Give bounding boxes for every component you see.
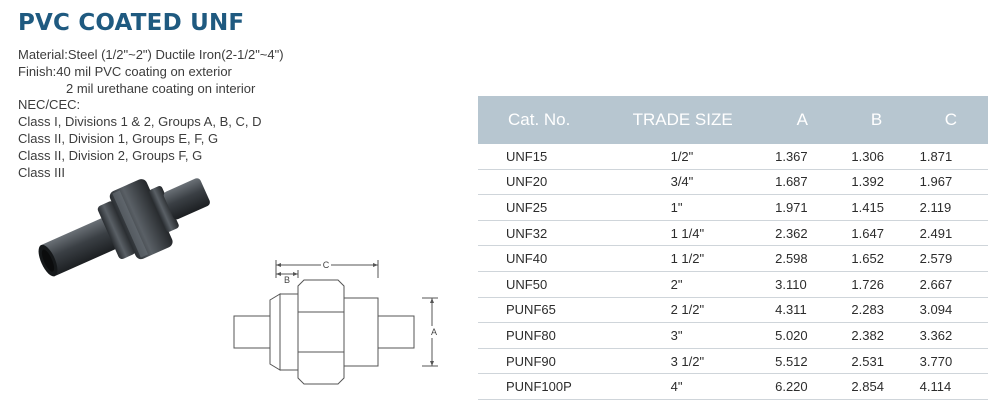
cell-b: 1.647 [839,220,914,247]
cell-a: 2.598 [765,245,840,272]
cell-trade-size: 1 1/4" [632,220,766,247]
cell-trade-size: 1/2" [632,144,766,170]
cell-trade-size: 4" [632,373,766,400]
cell-cat-no: UNF25 [478,194,633,221]
cell-b: 1.415 [839,194,914,221]
cell-cat-no: UNF15 [478,144,633,170]
table-row: UNF15 1/2" 1.367 1.306 1.871 [478,144,988,170]
dimension-table: Cat. No. TRADE SIZE A B C UNF15 1/2" 1.3… [478,96,988,400]
table-row: UNF25 1" 1.971 1.415 2.119 [478,194,988,221]
cell-b: 1.306 [839,144,914,170]
cell-cat-no: PUNF65 [478,297,633,324]
header-cat-no: Cat. No. [478,96,633,144]
dimension-c-label: C [323,260,330,270]
table-row: PUNF80 3" 5.020 2.382 3.362 [478,322,988,349]
cell-cat-no: PUNF90 [478,348,633,375]
header-c: C [913,96,988,144]
table-row: UNF50 2" 3.110 1.726 2.667 [478,271,988,298]
cell-trade-size: 1 1/2" [632,245,766,272]
cell-a: 1.367 [765,144,840,170]
cell-c: 2.119 [913,194,988,221]
header-trade-size: TRADE SIZE [632,96,766,144]
cell-trade-size: 2" [632,271,766,298]
spec-class: Class II, Division 1, Groups E, F, G [18,130,219,146]
table-header-row: Cat. No. TRADE SIZE A B C [478,96,988,144]
cell-cat-no: UNF50 [478,271,633,298]
cell-c: 2.579 [913,245,988,272]
spec-class: Class III [18,164,65,180]
cell-trade-size: 3" [632,322,766,349]
spec-nec-heading: NEC/CEC: [18,97,81,113]
spec-finish-interior: 2 mil urethane coating on interior [66,80,256,96]
product-photo [38,178,210,277]
cell-a: 4.311 [765,297,840,324]
cell-b: 1.392 [839,169,914,196]
cell-c: 2.667 [913,271,988,298]
cell-b: 2.283 [839,297,914,324]
cell-b: 2.531 [839,348,914,375]
cell-trade-size: 2 1/2" [632,297,766,324]
cell-c: 1.967 [913,169,988,196]
header-a: A [765,96,840,144]
cell-c: 4.114 [913,373,988,400]
cell-cat-no: UNF40 [478,245,633,272]
cell-trade-size: 1" [632,194,766,221]
spec-finish: Finish:40 mil PVC coating on exterior [18,63,232,79]
cell-cat-no: PUNF100P [478,373,633,400]
cell-c: 3.770 [913,348,988,375]
table-row: UNF32 1 1/4" 2.362 1.647 2.491 [478,220,988,247]
table-row: PUNF65 2 1/2" 4.311 2.283 3.094 [478,297,988,324]
cell-a: 1.687 [765,169,840,196]
cell-b: 1.726 [839,271,914,298]
dimension-drawing: C B A [233,259,438,385]
header-b: B [839,96,914,144]
cell-cat-no: UNF32 [478,220,633,247]
cell-a: 6.220 [765,373,840,400]
cell-b: 1.652 [839,245,914,272]
table-row: PUNF100P 4" 6.220 2.854 4.114 [478,373,988,400]
cell-cat-no: PUNF80 [478,322,633,349]
cell-trade-size: 3 1/2" [632,348,766,375]
spec-material: Material:Steel (1/2"~2") Ductile Iron(2-… [18,47,284,62]
table-row: PUNF90 3 1/2" 5.512 2.531 3.770 [478,348,988,375]
cell-cat-no: UNF20 [478,169,633,196]
table-row: UNF40 1 1/2" 2.598 1.652 2.579 [478,245,988,272]
spec-list: Material:Steel (1/2"~2") Ductile Iron(2-… [18,47,284,181]
dimension-a-label: A [431,327,437,337]
page-title: PVC COATED UNF [18,10,245,36]
cell-trade-size: 3/4" [632,169,766,196]
cell-a: 5.512 [765,348,840,375]
dimension-b-label: B [284,275,290,285]
cell-c: 3.094 [913,297,988,324]
cell-b: 2.854 [839,373,914,400]
cell-a: 3.110 [765,271,840,298]
cell-b: 2.382 [839,322,914,349]
spec-class: Class I, Divisions 1 & 2, Groups A, B, C… [18,114,262,130]
cell-a: 2.362 [765,220,840,247]
cell-a: 1.971 [765,194,840,221]
table-row: UNF20 3/4" 1.687 1.392 1.967 [478,169,988,196]
spec-class: Class II, Division 2, Groups F, G [18,147,203,163]
cell-c: 2.491 [913,220,988,247]
cell-c: 3.362 [913,322,988,349]
cell-c: 1.871 [913,144,988,170]
cell-a: 5.020 [765,322,840,349]
